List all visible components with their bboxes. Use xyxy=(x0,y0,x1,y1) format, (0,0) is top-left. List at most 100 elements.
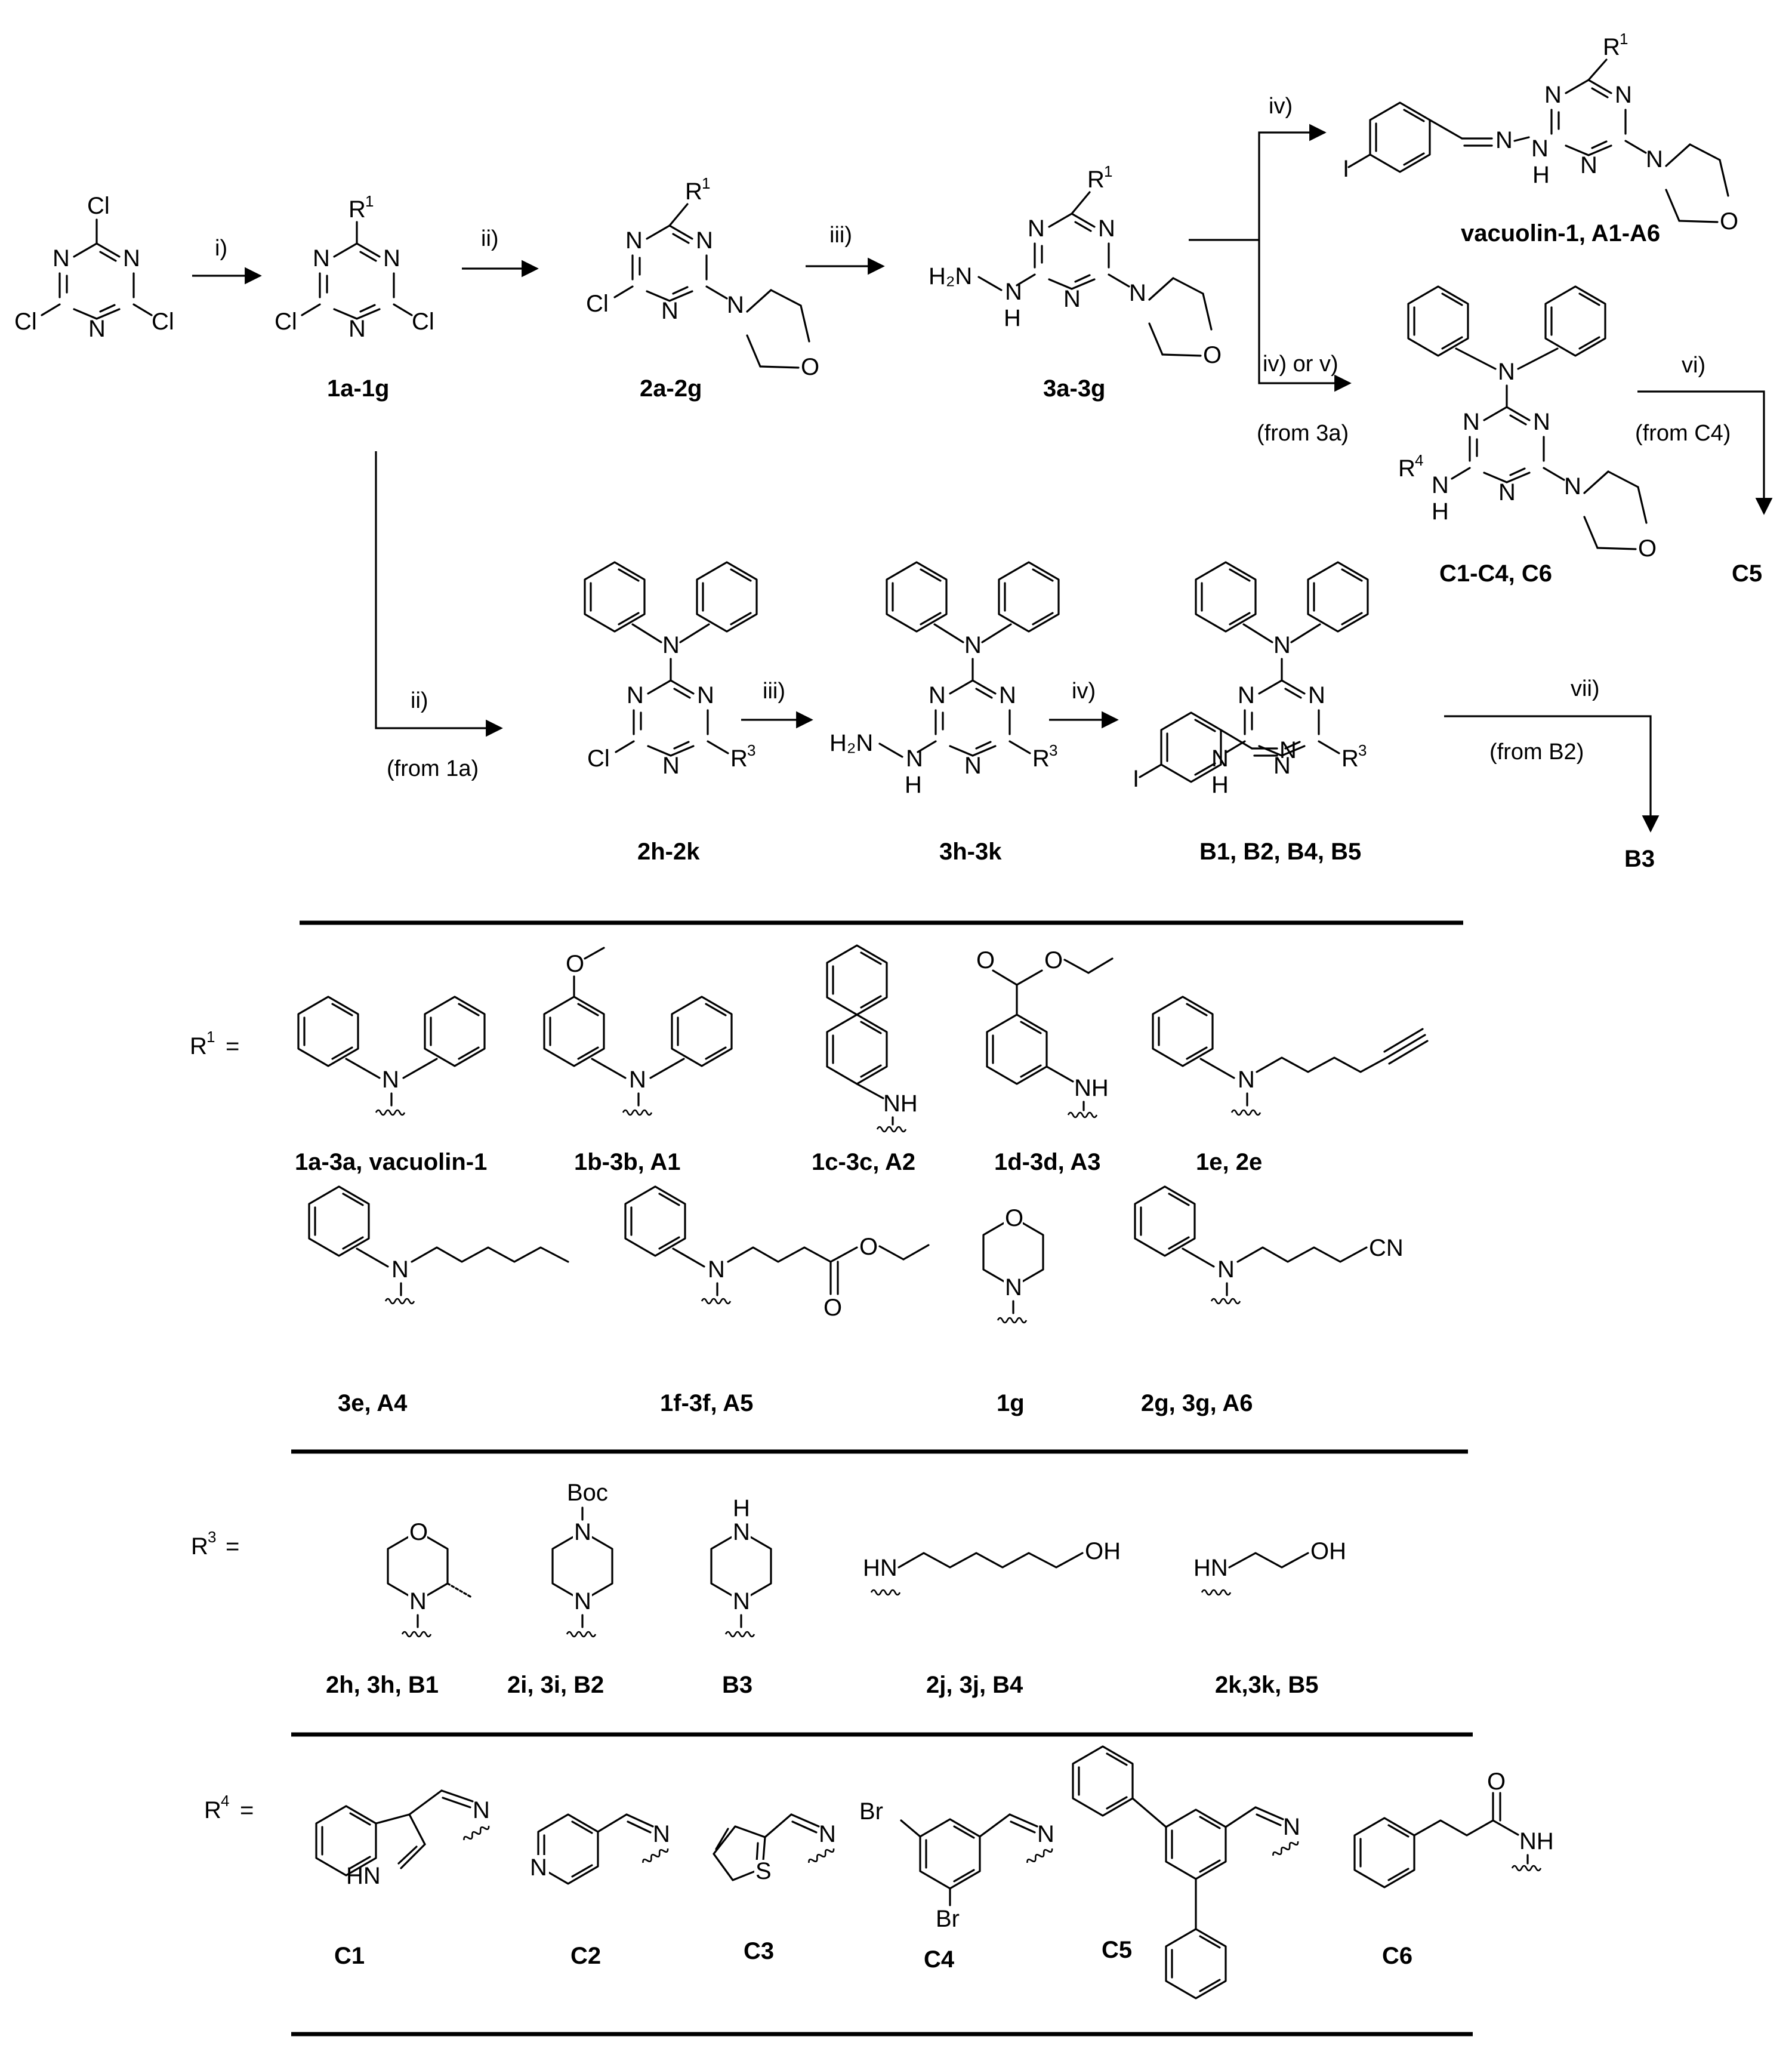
svg-text:R: R xyxy=(1603,34,1620,60)
svg-text:N: N xyxy=(1463,409,1480,435)
svg-text:2j, 3j, B4: 2j, 3j, B4 xyxy=(926,1672,1023,1698)
svg-text:2g, 3g, A6: 2g, 3g, A6 xyxy=(1141,1390,1253,1416)
svg-text:R: R xyxy=(1341,745,1359,772)
svg-text:N: N xyxy=(1495,127,1513,153)
compound-2h-2k: N N N N Cl R 3 xyxy=(584,561,758,779)
svg-text:NH: NH xyxy=(1519,1828,1554,1854)
cyanuric-chloride: Cl N N N Cl Cl xyxy=(14,193,174,342)
label-c5-product: C5 xyxy=(1732,560,1762,587)
svg-text:3: 3 xyxy=(747,741,755,759)
svg-text:B3: B3 xyxy=(722,1672,752,1698)
svg-text:Cl: Cl xyxy=(412,309,434,335)
svg-text:N: N xyxy=(1098,215,1115,242)
svg-text:C5: C5 xyxy=(1102,1937,1132,1963)
svg-text:N: N xyxy=(1238,1067,1255,1093)
arrow-ii-lower xyxy=(375,451,503,737)
condition-iii: iii) xyxy=(829,223,852,248)
svg-text:N: N xyxy=(383,245,400,272)
svg-text:O: O xyxy=(1203,342,1222,368)
svg-text:N: N xyxy=(1238,682,1255,708)
svg-text:N: N xyxy=(653,1821,670,1847)
svg-text:Br: Br xyxy=(936,1906,960,1932)
condition-vii: vii) xyxy=(1571,676,1600,701)
svg-text:N: N xyxy=(1544,82,1562,108)
svg-text:N: N xyxy=(906,745,923,772)
svg-text:N: N xyxy=(1498,359,1515,385)
label-1a-1g: 1a-1g xyxy=(327,375,390,402)
svg-text:N: N xyxy=(819,1821,836,1847)
svg-text:O: O xyxy=(1720,208,1738,235)
svg-text:Cl: Cl xyxy=(587,745,610,772)
condition-from-b2: (from B2) xyxy=(1489,740,1584,765)
condition-iii-lower: iii) xyxy=(763,679,785,704)
arrow-vii xyxy=(1444,715,1660,833)
svg-text:2i, 3i, B2: 2i, 3i, B2 xyxy=(507,1672,604,1698)
r1-section: R 1 = N 1a-3a, vacuolin-1 O N 1b-3b, xyxy=(190,944,1429,1416)
svg-text:1: 1 xyxy=(365,192,374,210)
svg-text:C4: C4 xyxy=(924,1946,955,1973)
svg-text:1c-3c, A2: 1c-3c, A2 xyxy=(812,1149,915,1175)
r3-hydroxyethylamino: HN OH xyxy=(1193,1538,1346,1596)
svg-text:C3: C3 xyxy=(744,1938,774,1964)
svg-text:C6: C6 xyxy=(1382,1943,1412,1969)
svg-text:N: N xyxy=(1308,682,1325,708)
svg-text:3: 3 xyxy=(1358,741,1367,759)
svg-text:1g: 1g xyxy=(997,1390,1025,1416)
compound-1a-1g: R 1 N N N Cl Cl xyxy=(274,192,434,342)
svg-text:I: I xyxy=(1133,766,1139,792)
svg-text:N: N xyxy=(929,682,946,708)
svg-text:N: N xyxy=(313,245,330,272)
svg-text:Boc: Boc xyxy=(567,1480,608,1506)
svg-text:N: N xyxy=(1615,82,1632,108)
svg-text:Cl: Cl xyxy=(274,309,297,335)
svg-text:OH: OH xyxy=(1085,1538,1121,1564)
svg-text:NH: NH xyxy=(1074,1075,1109,1101)
arrow-vi xyxy=(1637,390,1773,515)
label-c-series: C1-C4, C6 xyxy=(1439,560,1552,587)
r1-methoxy-diphenylamino: O N xyxy=(543,947,733,1116)
svg-text:C2: C2 xyxy=(570,1943,601,1969)
svg-text:N: N xyxy=(733,1519,750,1545)
svg-text:R: R xyxy=(730,745,748,772)
svg-text:H: H xyxy=(1211,772,1229,798)
svg-text:N: N xyxy=(625,227,643,254)
svg-text:N: N xyxy=(574,1588,591,1615)
svg-text:Cl: Cl xyxy=(586,291,609,317)
label-vacuolin-1: vacuolin-1, A1-A6 xyxy=(1461,220,1660,247)
atom-cl: Cl xyxy=(87,193,110,219)
svg-text:1d-3d, A3: 1d-3d, A3 xyxy=(994,1149,1101,1175)
svg-text:1: 1 xyxy=(1104,162,1112,180)
r1-phenyl-cyanobutyl-amino: N CN xyxy=(1134,1185,1404,1305)
svg-text:S: S xyxy=(755,1858,772,1884)
atom-n: N xyxy=(123,245,140,272)
svg-text:R: R xyxy=(1398,455,1415,482)
svg-text:N: N xyxy=(1273,753,1291,779)
condition-ii: ii) xyxy=(481,226,499,251)
svg-text:1: 1 xyxy=(206,1028,215,1046)
svg-text:1b-3b, A1: 1b-3b, A1 xyxy=(574,1149,681,1175)
svg-text:N: N xyxy=(964,753,982,779)
compound-3a-3g: R 1 N N N N H H₂N N O xyxy=(929,162,1222,368)
arrow-iv-top xyxy=(1258,124,1327,240)
svg-text:HN: HN xyxy=(1193,1555,1228,1581)
svg-text:N: N xyxy=(1273,632,1291,658)
svg-text:N: N xyxy=(1129,280,1146,306)
svg-text:N: N xyxy=(1580,152,1597,178)
compound-vacuolin-1: I N N H R 1 N N N N O xyxy=(1343,30,1738,235)
svg-text:I: I xyxy=(1343,156,1349,182)
svg-text:C1: C1 xyxy=(334,1943,365,1969)
r1-phenyl-butanoate-amino: N O O xyxy=(624,1185,930,1321)
r3-piperazino: N H N xyxy=(710,1495,772,1638)
r1-diphenylamino: N xyxy=(297,996,486,1116)
r4-thienyl-imine: S N xyxy=(713,1813,836,1884)
r1-naphthylamino: NH xyxy=(826,944,918,1133)
svg-text:OH: OH xyxy=(1310,1538,1346,1564)
svg-text:2h, 3h, B1: 2h, 3h, B1 xyxy=(326,1672,439,1698)
svg-text:N: N xyxy=(1498,479,1516,506)
svg-text:N: N xyxy=(629,1067,646,1093)
svg-text:N: N xyxy=(727,292,744,318)
svg-text:1: 1 xyxy=(702,174,710,192)
svg-text:Br: Br xyxy=(859,1798,883,1825)
r3-boc-piperazino: N N Boc xyxy=(551,1480,613,1638)
svg-text:N: N xyxy=(1211,745,1229,772)
